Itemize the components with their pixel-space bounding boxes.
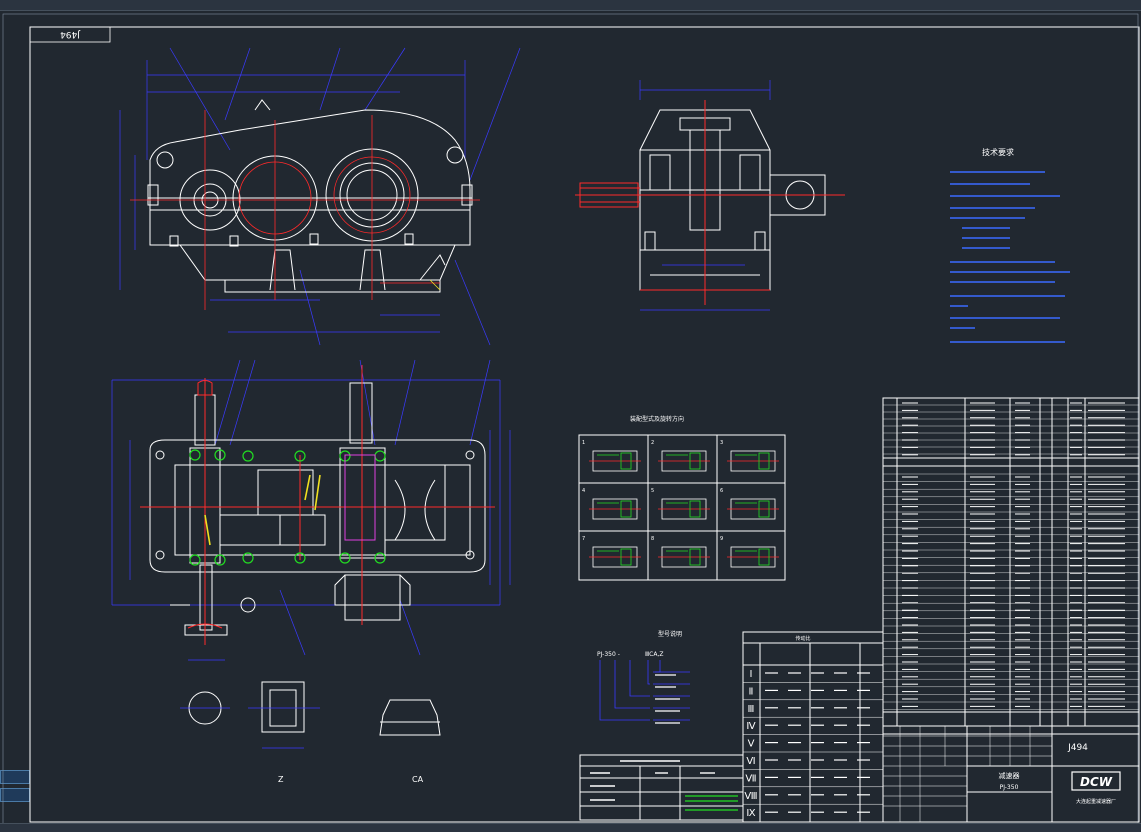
number-tag-text: J494 [60,29,81,39]
company-logo-box [1071,771,1121,791]
transmission-table-title: 传动比 [795,635,810,642]
assembly-form-cell: 9 [720,536,779,568]
assembly-form-cell: 5 [651,488,710,520]
sheet-border [29,26,1140,823]
model-code-suffix: ⅢCA,Z [645,651,663,658]
assembly-form-number: 6 [720,488,723,494]
front-view [119,47,521,346]
front-view-centerlines [130,110,480,310]
roman-row-label: Ⅶ [745,773,756,784]
assembly-form-number: 5 [651,488,654,494]
roman-row-label: Ⅰ [750,669,753,680]
roman-row-label: Ⅷ [744,791,757,802]
detail-views: Z CA [180,681,441,784]
roman-row-label: Ⅱ [749,686,754,697]
parts-list [882,397,1140,735]
plan-view [111,359,511,661]
title-model: PJ-350 [1000,784,1019,791]
view-label-z: Z [278,775,284,784]
assembly-form-cell: 4 [582,488,641,520]
roman-row-label: Ⅳ [746,721,756,732]
assembly-forms-grid: 装配型式及旋转方向 1 2 3 4 5 6 7 8 9 [578,415,786,581]
tech-requirements-title: 技术要求 [982,147,1014,157]
assembly-form-number: 1 [582,440,585,446]
assembly-form-cell: 1 [582,440,641,472]
viewer-top-bar [0,0,1141,11]
accessory-table [579,754,744,821]
model-code-prefix: PJ-350 - [597,651,620,658]
assembly-form-cell: 7 [582,536,641,568]
model-code: 型号说明 PJ-350 - ⅢCA,Z [597,630,690,724]
company-name: 大连起重减速器厂 [1076,798,1116,805]
assembly-form-cell: 2 [651,440,710,472]
front-view-outline [147,99,473,293]
assembly-form-number: 3 [720,440,723,446]
title-name: 减速器 [999,771,1020,780]
roman-row-label: Ⅲ [748,704,755,715]
viewer-bottom-bar [0,823,1141,832]
outer-frame [2,13,1139,827]
title-block[interactable]: J494 减速器 PJ-350 DCW 大连起重减速器厂 [882,725,1140,823]
assembly-forms-title: 装配型式及旋转方向 [630,415,684,423]
assembly-form-cell: 6 [720,488,779,520]
assembly-form-number: 8 [651,536,654,542]
assembly-form-number: 2 [651,440,654,446]
assembly-form-cell: 3 [720,440,779,472]
roman-row-label: Ⅸ [746,808,755,819]
company-logo: DCW [1080,775,1113,789]
assembly-form-cell: 8 [651,536,710,568]
assembly-form-number: 4 [582,488,585,494]
assembly-form-number: 9 [720,536,723,542]
title-part-number: J494 [1067,743,1088,753]
tech-requirements: 技术要求 [950,147,1070,343]
view-label-ca: CA [412,775,424,784]
number-tag-box [29,26,111,43]
side-view [575,80,845,311]
tech-requirements-lines [950,171,1070,343]
transmission-ratio-table: 传动比 Ⅰ Ⅱ Ⅲ Ⅳ Ⅴ Ⅵ Ⅶ Ⅷ Ⅸ [742,631,884,823]
roman-row-label: Ⅵ [746,756,755,767]
assembly-form-number: 7 [582,536,585,542]
model-code-title: 型号说明 [658,630,682,638]
front-view-dimensions [119,47,521,346]
roman-row-label: Ⅴ [748,739,755,750]
